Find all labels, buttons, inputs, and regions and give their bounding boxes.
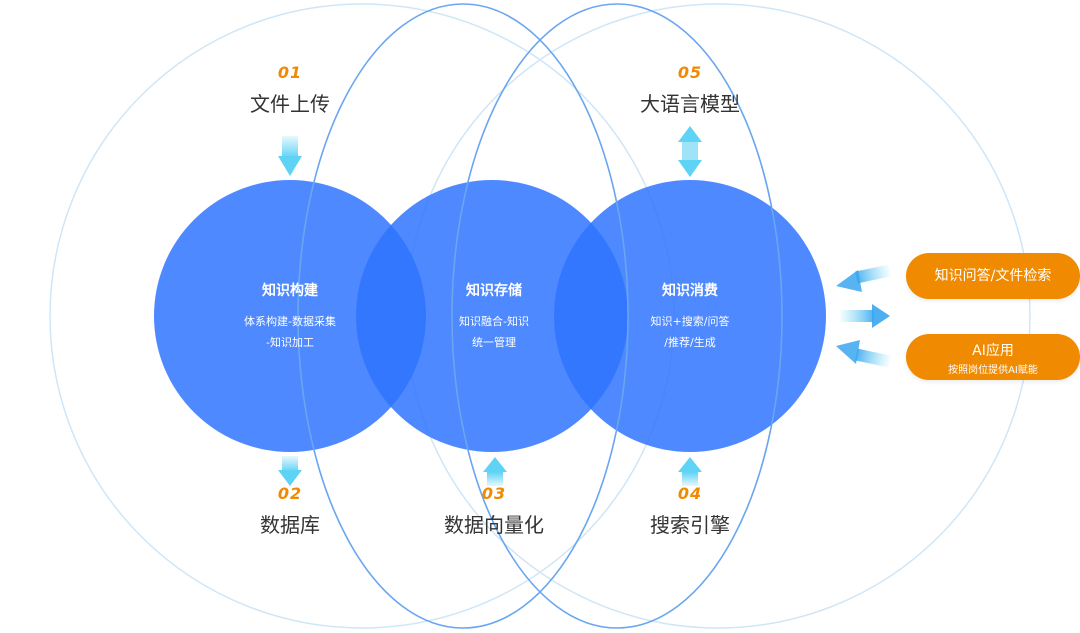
circle-knowledge-build xyxy=(154,180,426,452)
circle-description-line: 知识+搜索/问答 xyxy=(650,315,730,328)
step-label: 数据库 xyxy=(260,513,320,537)
step-number: 01 xyxy=(277,63,303,82)
arrow-down-icon xyxy=(278,456,302,486)
circle-description: 知识+搜索/问答 /推荐/生成 xyxy=(651,311,730,353)
circle-title: 知识构建 xyxy=(262,283,318,299)
circle-title: 知识存储 xyxy=(466,283,522,299)
circle-description-line: -知识加工 xyxy=(266,336,314,349)
arrow-up-icon xyxy=(483,457,507,486)
arrow-bidirectional-icon xyxy=(678,126,702,177)
step-label: 文件上传 xyxy=(250,92,330,116)
circle-knowledge-store xyxy=(356,180,628,452)
step-number: 02 xyxy=(277,484,303,503)
ring-ellipse-left xyxy=(297,3,629,629)
output-pill-label: AI应用 xyxy=(972,343,1014,359)
step-number: 04 xyxy=(677,484,703,503)
circle-knowledge-consume xyxy=(554,180,826,452)
circle-description-line: 统一管理 xyxy=(471,336,516,349)
circle-description: 知识融合-知识 统一管理 xyxy=(459,311,529,353)
step-label: 大语言模型 xyxy=(640,92,740,116)
arrow-left-icon xyxy=(836,264,891,292)
arrow-right-icon xyxy=(840,304,890,328)
arrow-down-icon xyxy=(278,136,302,176)
step-label: 数据向量化 xyxy=(444,513,544,537)
step-number: 03 xyxy=(481,484,507,503)
output-pill-sublabel: 按照岗位提供AI赋能 xyxy=(948,365,1038,376)
output-pill-ai-app[interactable]: AI应用 按照岗位提供AI赋能 xyxy=(906,334,1080,380)
ring-ellipse-right xyxy=(451,3,783,629)
circle-description-line: /推荐/生成 xyxy=(664,336,716,349)
output-pill-qa-search[interactable]: 知识问答/文件检索 xyxy=(906,253,1080,299)
circle-description-line: 知识融合-知识 xyxy=(459,315,529,328)
circle-description: 体系构建-数据采集 -知识加工 xyxy=(244,311,336,353)
arrow-left-icon xyxy=(836,340,891,368)
step-label: 搜索引擎 xyxy=(650,513,730,537)
arrow-up-icon xyxy=(678,457,702,486)
circle-description-line: 体系构建-数据采集 xyxy=(244,315,336,328)
output-pill-label: 知识问答/文件检索 xyxy=(934,268,1052,284)
circle-title: 知识消费 xyxy=(662,283,718,299)
step-number: 05 xyxy=(677,63,703,82)
